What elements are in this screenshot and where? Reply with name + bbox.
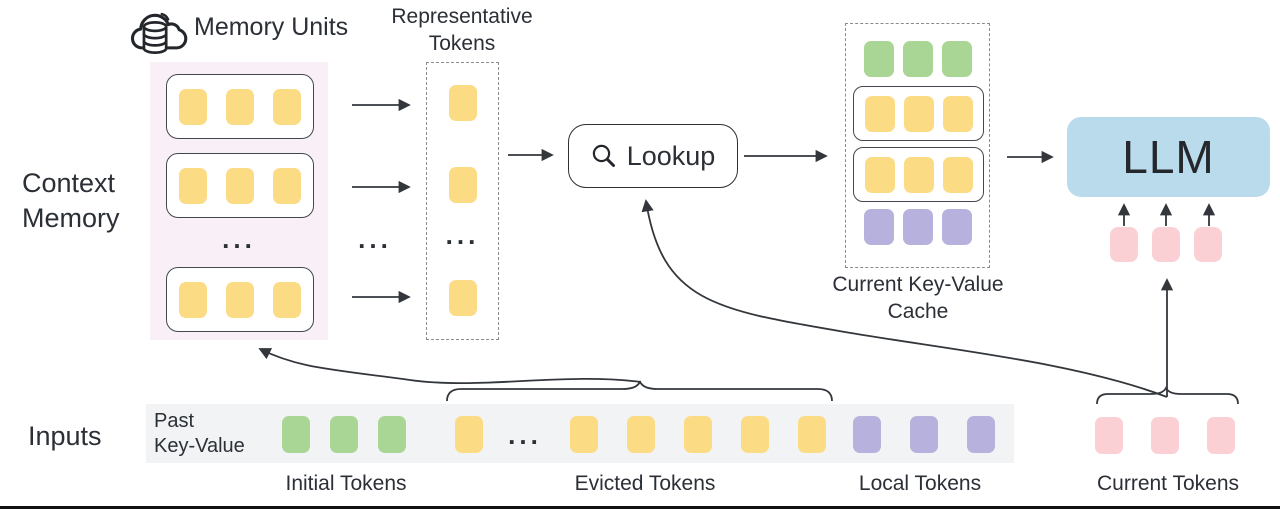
green-token <box>282 416 310 453</box>
yellow-token <box>273 167 301 204</box>
lookup-module: Lookup <box>568 124 738 188</box>
purple-token <box>863 209 894 245</box>
figure-bottom-rule <box>0 506 1280 509</box>
green-token <box>863 41 894 77</box>
memory-ellipsis: ... <box>222 224 256 254</box>
inputs-label: Inputs <box>28 421 102 451</box>
memory-unit-row <box>166 74 314 139</box>
llm-input-tokens <box>1110 227 1222 262</box>
yellow-token <box>903 95 934 132</box>
current-tokens-brace <box>1096 385 1239 405</box>
cache-title: Current Key-Value Cache <box>822 271 1014 325</box>
context-memory-label-line2: Memory <box>22 203 120 233</box>
arrow-column-ellipsis: ... <box>358 224 392 254</box>
yellow-token <box>179 88 207 125</box>
yellow-token <box>942 156 973 193</box>
cache-title-line2: Cache <box>887 300 949 323</box>
yellow-token <box>179 281 207 318</box>
green-token <box>378 416 406 453</box>
purple-token <box>853 416 881 453</box>
representative-token-slot <box>426 85 499 121</box>
purple-token <box>902 209 933 245</box>
yellow-token <box>684 416 712 453</box>
past-kv-label-line1: Past <box>154 410 195 432</box>
pink-token <box>1194 227 1222 262</box>
yellow-token <box>864 95 895 132</box>
yellow-token <box>226 167 254 204</box>
purple-token <box>910 416 938 453</box>
pink-token <box>1152 227 1180 262</box>
yellow-token <box>179 167 207 204</box>
current-tokens-group <box>1095 417 1235 454</box>
evicted-ellipsis: ... <box>508 420 542 450</box>
yellow-token <box>903 156 934 193</box>
magnifier-icon <box>592 144 615 167</box>
yellow-token <box>273 281 301 318</box>
purple-token <box>967 416 995 453</box>
yellow-token <box>226 88 254 125</box>
cache-memory-unit <box>853 147 984 202</box>
memory-unit-row <box>166 267 314 332</box>
evicted-tokens-group <box>570 416 826 453</box>
pink-token <box>1151 417 1179 454</box>
representative-title-line1: Representative <box>391 5 533 28</box>
yellow-token <box>226 281 254 318</box>
past-kv-label-line2: Key-Value <box>154 435 245 457</box>
cloud-database-icon <box>130 12 188 54</box>
green-token <box>902 41 933 77</box>
evicted-tokens-brace <box>446 380 833 402</box>
pink-token <box>1207 417 1235 454</box>
representative-token-slot <box>426 280 499 316</box>
yellow-token <box>798 416 826 453</box>
yellow-token <box>448 280 477 316</box>
llm-label: LLM <box>1122 131 1215 183</box>
initial-tokens-label: Initial Tokens <box>285 472 407 495</box>
cache-memory-unit <box>853 86 984 141</box>
cache-green-row <box>845 41 990 77</box>
evicted-token-first <box>455 416 483 453</box>
current-tokens-label: Current Tokens <box>1096 472 1240 495</box>
representative-tokens-box <box>426 62 499 340</box>
past-kv-label: Past Key-Value <box>154 409 245 459</box>
local-tokens-group <box>853 416 995 453</box>
pink-token <box>1095 417 1123 454</box>
green-token <box>330 416 358 453</box>
yellow-token <box>627 416 655 453</box>
memory-unit-row <box>166 153 314 218</box>
llm-box: LLM <box>1067 117 1270 197</box>
yellow-token <box>942 95 973 132</box>
yellow-token <box>864 156 895 193</box>
yellow-token <box>448 85 477 121</box>
purple-token <box>941 209 972 245</box>
pink-token <box>1110 227 1138 262</box>
cache-purple-row <box>845 209 990 245</box>
representative-token-slot <box>426 167 499 203</box>
yellow-token <box>455 416 483 453</box>
evicted-tokens-label: Evicted Tokens <box>574 472 716 495</box>
yellow-token <box>448 167 477 203</box>
yellow-token <box>570 416 598 453</box>
cache-title-line1: Current Key-Value <box>832 273 1004 296</box>
lookup-label: Lookup <box>626 140 716 171</box>
context-memory-label: Context Memory <box>22 166 120 236</box>
yellow-token <box>741 416 769 453</box>
initial-tokens-group <box>282 416 406 453</box>
representative-title-line2: Tokens <box>428 32 496 55</box>
green-token <box>941 41 972 77</box>
memory-units-label: Memory Units <box>194 13 349 41</box>
representative-ellipsis: ... <box>445 220 480 250</box>
local-tokens-label: Local Tokens <box>858 472 982 495</box>
evicted-tokens-to-memory-curve <box>258 348 642 385</box>
representative-tokens-title: Representative Tokens <box>381 3 543 57</box>
context-memory-label-line1: Context <box>22 168 116 198</box>
yellow-token <box>273 88 301 125</box>
